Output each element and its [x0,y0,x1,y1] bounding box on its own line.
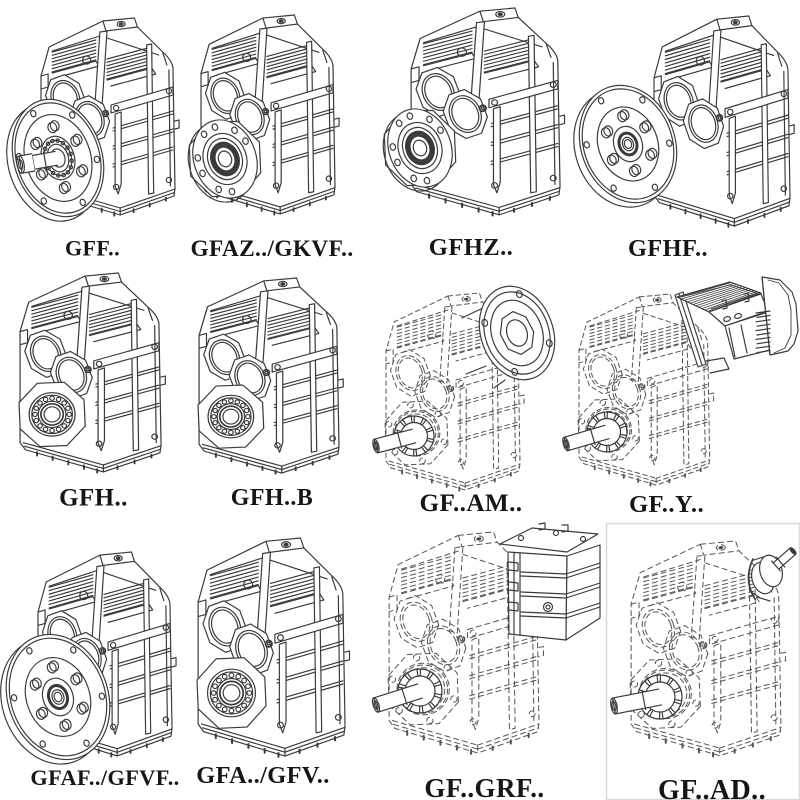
svg-text:GFHF..: GFHF.. [628,235,708,262]
svg-text:GFH..B: GFH..B [231,485,313,511]
svg-text:GFHZ..: GFHZ.. [429,234,513,261]
svg-text:GF..AD..: GF..AD.. [658,775,766,800]
svg-text:GFA../GFV..: GFA../GFV.. [196,762,330,789]
svg-text:GF..AM..: GF..AM.. [419,490,522,517]
svg-text:GF..GRF..: GF..GRF.. [424,773,544,800]
svg-text:GFF..: GFF.. [65,236,120,261]
svg-text:GF..Y..: GF..Y.. [629,491,704,518]
svg-text:GFAF../GFVF..: GFAF../GFVF.. [30,765,179,790]
svg-text:GFH..: GFH.. [59,485,128,512]
svg-text:GFAZ../GKVF..: GFAZ../GKVF.. [190,236,353,262]
